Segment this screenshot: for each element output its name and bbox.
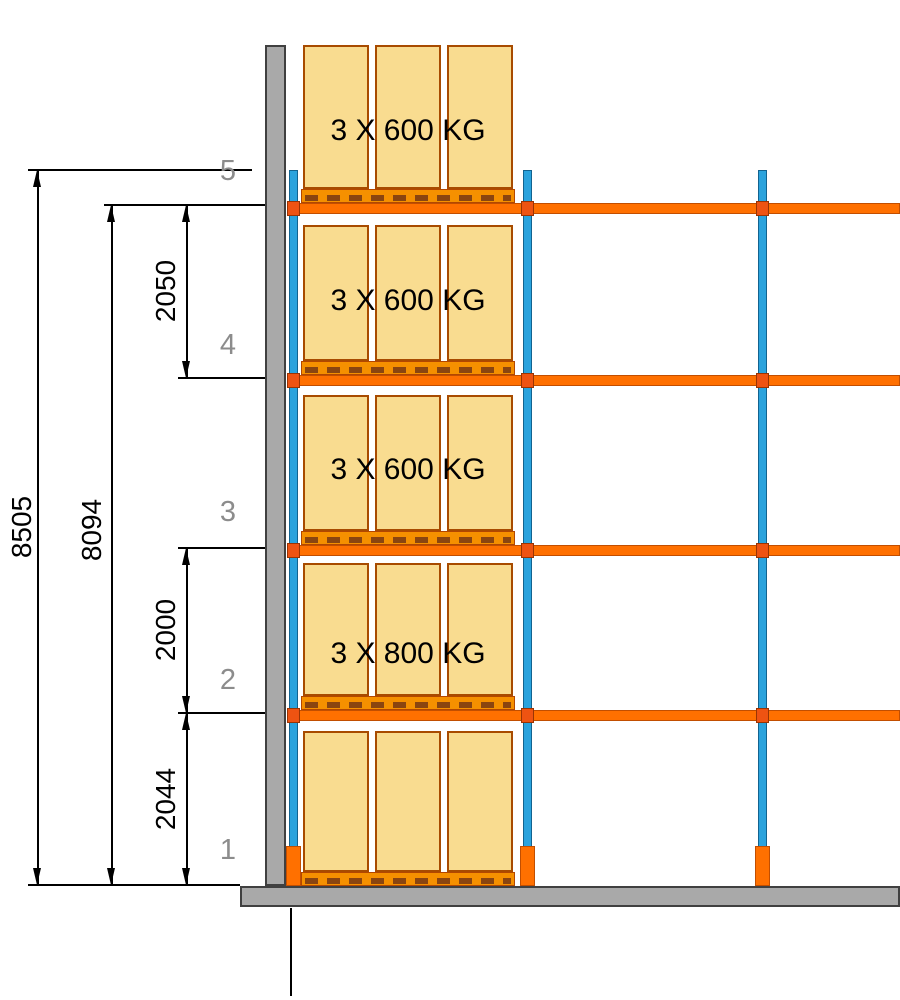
pallet-load-box [447, 225, 513, 361]
arrow-icon [182, 868, 190, 885]
dimension-spacing-5-4: 2050 [150, 259, 181, 323]
beam-level-3 [289, 545, 900, 556]
pallet [301, 531, 515, 545]
pallet-load-box [303, 45, 369, 189]
pallet-load-box [375, 563, 441, 696]
beam-connector [287, 708, 300, 723]
pallet-load-box [447, 563, 513, 696]
arrow-icon [182, 548, 190, 565]
level-number-5: 5 [219, 155, 237, 187]
load-weight-label: 3 X 600 KG [330, 453, 486, 486]
pallet [301, 361, 515, 375]
pallet-load-box [447, 731, 513, 872]
beam-connector [756, 543, 769, 558]
level-number-1: 1 [219, 834, 237, 866]
dimension-frame-height: 8094 [76, 498, 107, 562]
dimension-spacing-3-2: 2000 [150, 598, 181, 662]
base-plate-left [286, 846, 301, 886]
level-number-3: 3 [219, 496, 237, 528]
beam-level-4 [289, 375, 900, 386]
arrow-icon [107, 205, 115, 222]
upright-right [758, 170, 767, 886]
beam-connector [287, 201, 300, 216]
pallet-load-box [303, 731, 369, 872]
pallet-load-box [375, 731, 441, 872]
pallet [301, 189, 515, 203]
beam-level-2 [289, 710, 900, 721]
arrow-icon [33, 170, 41, 187]
beam-connector [756, 201, 769, 216]
beam-connector [521, 201, 534, 216]
base-plate-right [755, 846, 770, 886]
dimension-line-2050 [186, 205, 188, 378]
extension-line-floor [28, 884, 240, 886]
floor [240, 886, 900, 907]
beam-connector [287, 373, 300, 388]
wall [265, 45, 286, 886]
dimension-line-2000 [186, 548, 188, 713]
dimension-spacing-2-floor: 2044 [150, 767, 181, 831]
load-weight-label: 3 X 800 KG [330, 637, 486, 670]
dimension-line-overall [37, 170, 39, 885]
beam-connector [756, 373, 769, 388]
centerline [290, 908, 292, 996]
pallet-load-box [303, 563, 369, 696]
extension-line-beam-3 [178, 547, 265, 549]
beam-connector [756, 708, 769, 723]
beam-connector [287, 543, 300, 558]
load-weight-label: 3 X 600 KG [330, 114, 486, 147]
beam-connector [521, 543, 534, 558]
upright-middle [523, 170, 532, 886]
extension-line-beam-4 [178, 377, 265, 379]
arrow-icon [33, 868, 41, 885]
extension-line-beam-2 [178, 712, 265, 714]
arrow-icon [182, 713, 190, 730]
arrow-icon [182, 205, 190, 222]
arrow-icon [182, 696, 190, 713]
dimension-line-frame [111, 205, 113, 885]
arrow-icon [182, 361, 190, 378]
upright-left [289, 170, 298, 886]
dimension-line-2044 [186, 713, 188, 885]
base-plate-middle [520, 846, 535, 886]
pallet-load-box [303, 225, 369, 361]
pallet-load-box [447, 395, 513, 531]
pallet [301, 696, 515, 710]
beam-connector [521, 373, 534, 388]
arrow-icon [107, 868, 115, 885]
pallet-load-box [447, 45, 513, 189]
pallet-load-box [375, 45, 441, 189]
extension-line-top-frame [104, 204, 265, 206]
dimension-overall-height: 8505 [6, 495, 37, 559]
pallet-load-box [375, 395, 441, 531]
load-weight-label: 3 X 600 KG [330, 284, 486, 317]
pallet-load-box [303, 395, 369, 531]
level-number-4: 4 [219, 329, 237, 361]
extension-line-top-overall [28, 169, 252, 171]
level-number-2: 2 [219, 664, 237, 696]
beam-level-5 [289, 203, 900, 214]
pallet [301, 872, 515, 886]
pallet-load-box [375, 225, 441, 361]
beam-connector [521, 708, 534, 723]
